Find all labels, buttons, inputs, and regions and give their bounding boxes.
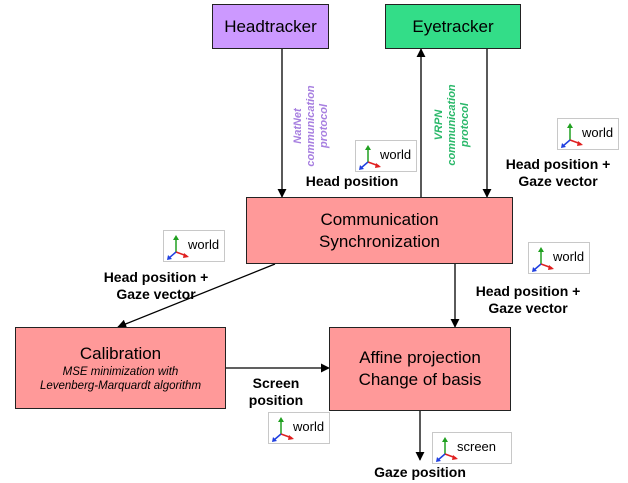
communication-line2: Synchronization	[319, 231, 440, 251]
headtracker-label: Headtracker	[224, 16, 317, 36]
axes-icon	[167, 235, 189, 260]
axes-icon	[532, 247, 554, 272]
head-gaze-mid-label: Head position + Gaze vector	[475, 283, 581, 316]
vrpn-line1: VRPN	[433, 109, 445, 141]
natnet-line2: communication	[305, 85, 317, 167]
world-frame-text: world	[380, 147, 412, 162]
axes-icon	[436, 437, 458, 462]
world-frame-badge: world	[163, 230, 225, 262]
communication-box: Communication Synchronization	[246, 197, 513, 264]
world-frame-text: world	[553, 249, 585, 264]
calibration-box: Calibration MSE minimization with Levenb…	[15, 327, 226, 409]
calibration-sub2: Levenberg-Marquardt algorithm	[39, 380, 202, 392]
eyetracker-label: Eyetracker	[412, 16, 494, 36]
eyetracker-box: Eyetracker	[385, 4, 521, 49]
head-gaze-left-label: Head position + Gaze vector	[103, 269, 209, 302]
screen-position-label: Screen position	[248, 375, 304, 408]
head-position-label: Head position	[305, 173, 399, 189]
calibration-title: Calibration	[79, 344, 162, 363]
axes-icon	[272, 417, 294, 442]
world-frame-badge: world	[528, 242, 590, 274]
natnet-line3: protocol	[318, 104, 330, 148]
axes-icon	[561, 123, 583, 148]
vrpn-line2: communication	[446, 84, 458, 166]
world-frame-badge: world	[355, 140, 417, 172]
headtracker-box: Headtracker	[212, 4, 329, 49]
world-frame-text: world	[582, 125, 614, 140]
vrpn-protocol-label: VRPN communication protocol	[433, 80, 475, 170]
calibration-sub1: MSE minimization with	[62, 366, 179, 378]
world-frame-text: world	[188, 237, 220, 252]
natnet-line1: NatNet	[292, 108, 304, 144]
world-frame-text: world	[293, 419, 325, 434]
affine-line2: Change of basis	[358, 370, 482, 389]
screen-frame-badge: screen	[432, 432, 512, 464]
axes-icon	[359, 145, 381, 170]
gaze-position-label: Gaze position	[374, 464, 466, 480]
affine-box: Affine projection Change of basis	[329, 327, 511, 411]
vrpn-line3: protocol	[459, 103, 471, 147]
screen-frame-text: screen	[457, 439, 497, 454]
natnet-protocol-label: NatNet communication protocol	[292, 81, 334, 171]
world-frame-badge: world	[268, 412, 330, 444]
communication-line1: Communication	[320, 209, 439, 229]
head-gaze-right-label: Head position + Gaze vector	[505, 156, 611, 189]
arrow-communication-to-calibration	[117, 263, 276, 329]
affine-line1: Affine projection	[359, 348, 481, 367]
world-frame-badge: world	[557, 118, 619, 150]
